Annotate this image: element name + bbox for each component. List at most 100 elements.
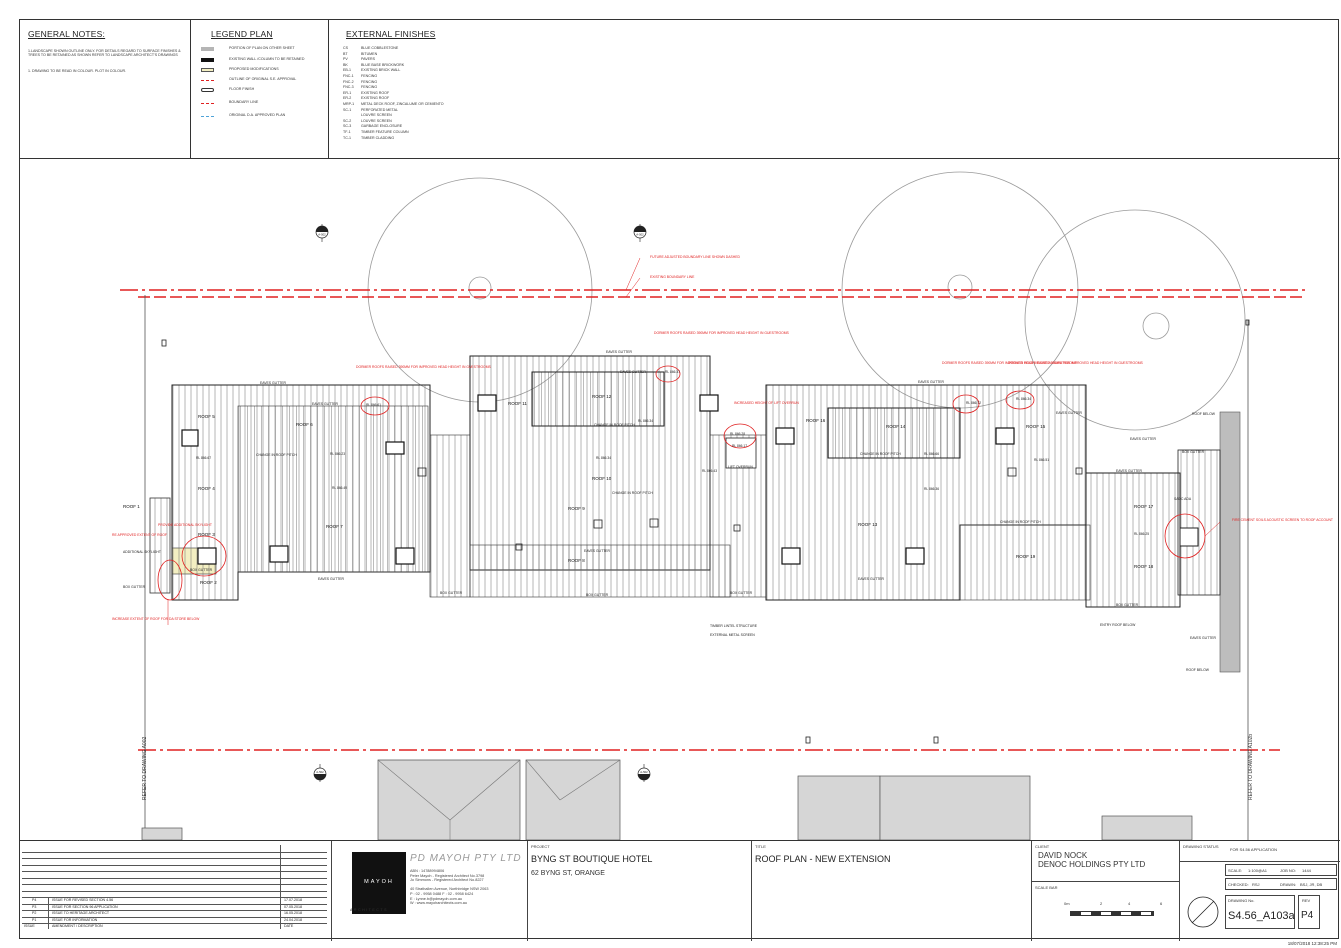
refer-right-label: REFER TO DRAWING A102b xyxy=(1248,734,1254,800)
legend-item: OUTLINE OF ORIGINAL S.E. APPROVAL xyxy=(191,77,311,85)
title-block: P4 ISSUE FOR REVISED SECTION 4.56 17.07.… xyxy=(20,840,1340,941)
scale-value: 1:100@A1 xyxy=(1248,868,1267,873)
legend-label: PORTION OF PLAN ON OTHER SHEET xyxy=(229,46,295,50)
sadc-column xyxy=(1179,527,1199,547)
header-divider xyxy=(20,158,1340,159)
roof-label: ROOF 5 xyxy=(198,414,215,419)
rl-level: RL 866.72 xyxy=(966,401,981,405)
rl-level: RL 866.51 xyxy=(1034,458,1049,462)
roof-label: ROOF 12 xyxy=(592,394,612,399)
legend-item: EXISTING WALL /COLUMN TO BE RETAINED xyxy=(191,57,311,65)
legend-swatch-blue xyxy=(201,116,214,117)
firm-detail-line: P : 02 - 9958 0488 F : 02 - 9958 6424 xyxy=(410,891,474,896)
drawn-label: DRAWN: xyxy=(1280,882,1297,887)
rl-level: RL 866.49 xyxy=(332,486,347,490)
roof-connector-1 xyxy=(429,434,471,598)
legend-swatch-red-dash xyxy=(201,80,214,81)
plot-timestamp: 18/07/2018 12:38:25 PM xyxy=(1287,941,1337,946)
general-notes-panel: GENERAL NOTES: 1.LANDSCAPE SHOWN OUTLINE… xyxy=(20,20,191,159)
rl-level: RL 866.25 xyxy=(1134,532,1149,536)
rl-level: RL 866.28 xyxy=(730,432,745,436)
north-arrow-icon xyxy=(1187,896,1219,928)
roof-label: ROOF 9 xyxy=(568,506,585,511)
checked-label: CHECKED: xyxy=(1228,882,1249,887)
legend-label: BOUNDARY LINE xyxy=(229,100,259,104)
drawing-number: S4.56_A103a xyxy=(1228,910,1295,922)
scale-bar-label: SCALE BAR xyxy=(1035,885,1058,890)
eaves-label: EAVES GUTTER xyxy=(318,577,344,581)
roof-label: ROOF 1 xyxy=(123,504,140,509)
job-number: 1444 xyxy=(1302,868,1311,873)
roof-below-label: ROOF BELOW xyxy=(1192,412,1216,416)
eaves-label: EAVES GUTTER xyxy=(1056,411,1082,415)
scale-bar xyxy=(1070,911,1154,916)
change-pitch-label: CHANGE IN ROOF PITCH xyxy=(1000,520,1041,524)
red-note: DORMER ROOFS RAISED 390MM FOR IMPROVED H… xyxy=(654,331,790,335)
eaves-label: EAVES GUTTER xyxy=(312,402,338,406)
roof-label: ROOF 19 xyxy=(1016,554,1036,559)
roof-label: ROOF 6 xyxy=(296,422,313,427)
skylights xyxy=(181,394,1015,565)
change-pitch-label: CHANGE IN ROOF PITCH xyxy=(612,491,653,495)
rl-level: RL 866.23 xyxy=(330,452,345,456)
finish-item: LOUVRE SCREEN xyxy=(361,113,392,118)
roof-19 xyxy=(959,524,1091,601)
eaves-label: EAVES GUTTER xyxy=(918,380,944,384)
rl-level: RL 866.34 xyxy=(1016,397,1031,401)
project-panel: PROJECT BYNG ST BOUTIQUE HOTEL 62 BYNG S… xyxy=(528,841,752,941)
rl-level: RL 866.61 xyxy=(366,403,381,407)
checked-value: RSJ xyxy=(1252,882,1260,887)
red-note: DORMER ROOFS RAISED 390MM FOR IMPROVED H… xyxy=(942,361,1078,365)
roof-label: ROOF 11 xyxy=(508,401,527,406)
legend-item: PORTION OF PLAN ON OTHER SHEET xyxy=(191,46,311,54)
roof-plan-drawing: A-502 A-502 A-502 A-502 xyxy=(112,171,1333,840)
project-address: 62 BYNG ST, ORANGE xyxy=(531,870,605,877)
roof-17 xyxy=(1085,472,1181,608)
legend-item: ORIGINAL D.A. APPROVED PLAN xyxy=(191,113,311,121)
roof-label: ROOF 4 xyxy=(198,486,215,491)
legend-swatch-boundary xyxy=(201,103,214,104)
box-gutter-label: BOX GUTTER xyxy=(190,568,213,572)
revision-row: P4 ISSUE FOR REVISED SECTION 4.56 17.07.… xyxy=(22,897,327,905)
roof-label: ROOF 17 xyxy=(1134,504,1154,509)
eaves-label: EAVES GUTTER xyxy=(260,381,286,385)
section-marker-1: A-502 xyxy=(315,224,329,242)
roof-labels: ROOF 1 ROOF 2 ROOF 3 ROOF 4 ROOF 5 ROOF … xyxy=(123,394,1154,585)
section-marker-2: A-502 xyxy=(633,224,647,242)
section-marker-4: A-502 xyxy=(637,764,651,782)
red-note: INCREASE EXTENT OF ROOF FOR DA STORE BEL… xyxy=(112,617,200,621)
red-note: PROVIDE ADDITIONAL SKYLIGHT xyxy=(158,523,212,527)
drawing-sheet: GENERAL NOTES: 1.LANDSCAPE SHOWN OUTLINE… xyxy=(19,19,1340,941)
firm-detail-line: E : Lynne.b@pdmayoh.com.au xyxy=(410,896,463,901)
revision-row: P1 ISSUE FOR INFORMATION 24.04.2018 xyxy=(22,917,327,924)
eaves-label: EAVES GUTTER xyxy=(1116,469,1142,473)
refer-left-label: REFER TO DRAWING A002 xyxy=(142,737,148,800)
client-company: DENOC HOLDINGS PTY LTD xyxy=(1038,860,1146,869)
red-note: FIRE CEMENT SOILS ACOUSTIC SCREEN TO ROO… xyxy=(1232,518,1333,522)
red-notes: FUTURE ADJUSTED BOUNDARY LINE SHOWN DASH… xyxy=(112,255,1333,621)
roof-label: ROOF 18 xyxy=(1134,564,1154,569)
legend-swatch-floor xyxy=(201,88,214,92)
red-note: DORMER ROOFS RAISED 390MM FOR IMPROVED H… xyxy=(356,365,492,369)
legend-panel: LEGEND PLAN PORTION OF PLAN ON OTHER SHE… xyxy=(191,20,329,159)
scale-mark: 6 xyxy=(1160,901,1163,906)
legend-label: EXISTING WALL /COLUMN TO BE RETAINED xyxy=(229,57,305,61)
section-mark-label: A-502 xyxy=(316,770,324,774)
client-name: DAVID NOCK xyxy=(1038,851,1088,860)
roof-right-wing xyxy=(1177,449,1221,596)
scale-mark: 0m xyxy=(1064,901,1070,906)
external-screen-label: EXTERNAL METAL SCREEN xyxy=(710,633,755,637)
rev-label: REV xyxy=(1302,898,1311,903)
neighbouring-buildings xyxy=(141,759,1193,840)
legend-label: PROPOSED MODIFICATIONS xyxy=(229,67,279,71)
eaves-label: EAVES GUTTER xyxy=(606,350,632,354)
firm-detail-line: 40 Strathallen Avenue, Northbridge NSW 2… xyxy=(410,887,489,892)
lift-overrun-label: LIFT OVERRUN xyxy=(728,465,753,469)
